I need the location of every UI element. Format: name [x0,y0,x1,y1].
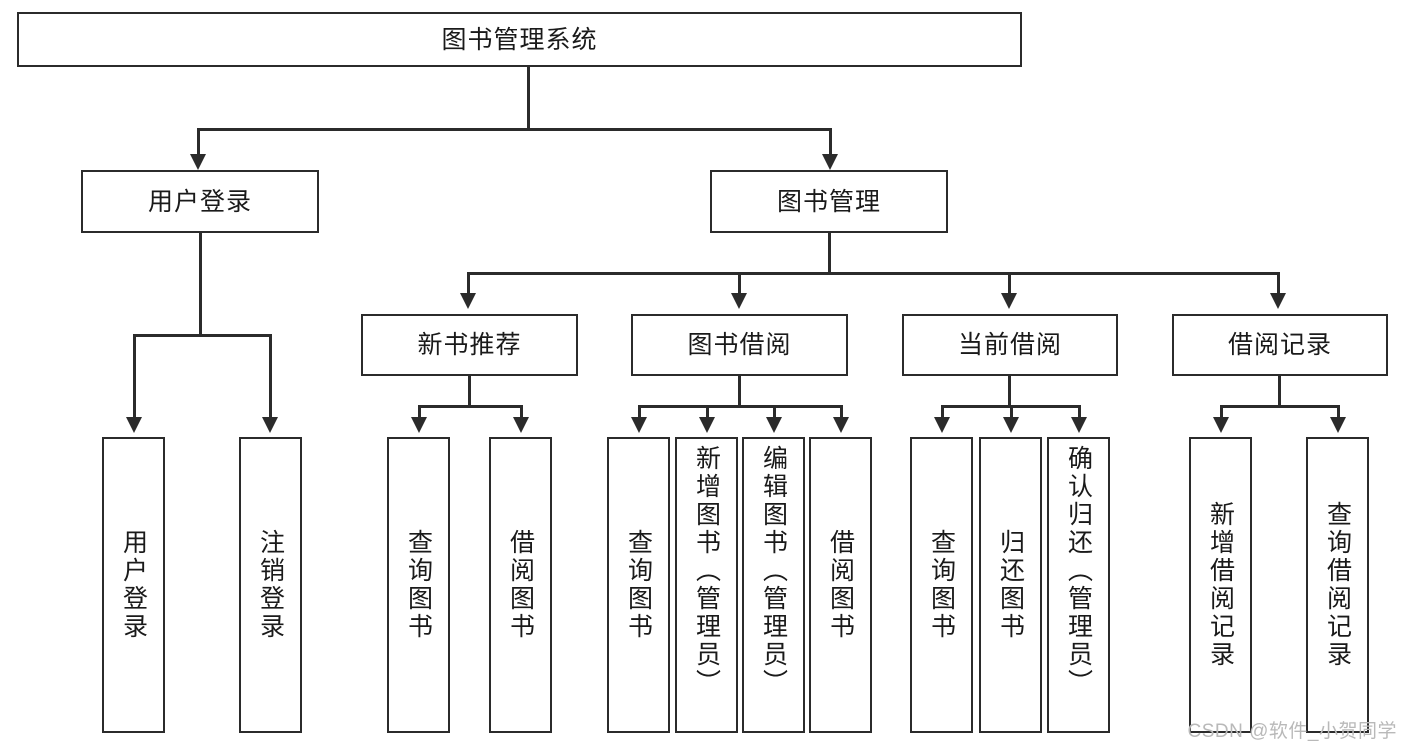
arrow-bb-to-leaf-1 [631,417,647,433]
node-label: 图书管理系统 [441,25,598,54]
edge-book-management-stem [828,233,831,275]
leaf-add-borrow-record[interactable]: 新增借阅记录 [1189,437,1252,733]
edge-book-borrow-stem [738,376,741,406]
edge-nb-to-leaf-1 [418,405,421,420]
edge-bb-to-leaf-3 [773,405,776,420]
node-label: 新增借阅记录 [1206,501,1235,669]
leaf-borrow-book-bb[interactable]: 借阅图书 [809,437,872,733]
edge-root-bus [197,128,832,131]
edge-cb-to-leaf-1 [941,405,944,420]
arrow-bb-to-leaf-2 [699,417,715,433]
arrow-user-login-to-leaf-1 [126,417,142,433]
node-label: 归还图书 [996,529,1025,641]
arrow-bm-to-borrow-record [1270,293,1286,309]
edge-cb-to-leaf-3 [1078,405,1081,420]
leaf-query-book-cb[interactable]: 查询图书 [910,437,973,733]
arrow-bm-to-current-borrow [1001,293,1017,309]
node-label: 确认归还（管理员） [1064,445,1093,697]
node-book-management[interactable]: 图书管理 [710,170,948,233]
edge-bb-to-leaf-4 [840,405,843,420]
leaf-query-book-nb[interactable]: 查询图书 [387,437,450,733]
edge-current-borrow-stem [1008,376,1011,406]
arrow-bm-to-new-book [460,293,476,309]
arrow-bm-to-book-borrow [731,293,747,309]
edge-user-login-stem [199,233,202,336]
edge-cb-to-leaf-2 [1010,405,1013,420]
node-label: 用户登录 [119,529,148,641]
watermark: CSDN @软件_小贺同学 [1187,721,1397,742]
node-root-library-system[interactable]: 图书管理系统 [17,12,1022,67]
leaf-logout[interactable]: 注销登录 [239,437,302,733]
leaf-query-borrow-record[interactable]: 查询借阅记录 [1306,437,1369,733]
edge-nb-to-leaf-2 [520,405,523,420]
edge-book-borrow-bus [638,405,843,408]
edge-borrow-record-stem [1278,376,1281,406]
node-label: 注销登录 [256,529,285,641]
leaf-edit-book-admin[interactable]: 编辑图书（管理员） [742,437,805,733]
edge-bm-to-borrow-record [1277,272,1280,296]
edge-root-stem [527,67,530,129]
leaf-borrow-book-nb[interactable]: 借阅图书 [489,437,552,733]
node-label: 借阅图书 [506,529,535,641]
edge-user-login-to-leaf-2 [269,334,272,420]
leaf-user-login[interactable]: 用户登录 [102,437,165,733]
node-label: 图书管理 [776,187,881,216]
node-label: 借阅图书 [826,529,855,641]
node-new-book-recommend[interactable]: 新书推荐 [361,314,578,376]
arrow-root-to-user-login [190,154,206,170]
node-label: 图书借阅 [687,331,792,359]
leaf-query-book-bb[interactable]: 查询图书 [607,437,670,733]
edge-user-login-bus [133,334,269,337]
node-label: 查询图书 [624,529,653,641]
edge-bb-to-leaf-1 [638,405,641,420]
node-label: 用户登录 [147,187,252,216]
node-label: 新书推荐 [417,331,522,359]
node-current-borrow[interactable]: 当前借阅 [902,314,1118,376]
edge-borrow-record-bus [1220,405,1340,408]
arrow-nb-to-leaf-2 [513,417,529,433]
arrow-bb-to-leaf-3 [766,417,782,433]
arrow-cb-to-leaf-3 [1071,417,1087,433]
edge-bb-to-leaf-2 [706,405,709,420]
edge-root-to-book-manage [829,128,832,158]
edge-user-login-to-leaf-1 [133,334,136,420]
arrow-cb-to-leaf-2 [1003,417,1019,433]
arrow-cb-to-leaf-1 [934,417,950,433]
arrow-br-to-leaf-1 [1213,417,1229,433]
node-label: 查询图书 [404,529,433,641]
arrow-user-login-to-leaf-2 [262,417,278,433]
arrow-br-to-leaf-2 [1330,417,1346,433]
leaf-return-book[interactable]: 归还图书 [979,437,1042,733]
edge-bm-to-current-borrow [1008,272,1011,296]
edge-br-to-leaf-2 [1337,405,1340,420]
edge-new-book-stem [468,376,471,406]
node-user-login[interactable]: 用户登录 [81,170,319,233]
edge-new-book-bus [418,405,523,408]
arrow-bb-to-leaf-4 [833,417,849,433]
arrow-nb-to-leaf-1 [411,417,427,433]
node-label: 编辑图书（管理员） [759,445,788,697]
arrow-root-to-book-manage [822,154,838,170]
leaf-confirm-return-admin[interactable]: 确认归还（管理员） [1047,437,1110,733]
edge-br-to-leaf-1 [1220,405,1223,420]
node-label: 借阅记录 [1227,331,1332,359]
node-borrow-record[interactable]: 借阅记录 [1172,314,1388,376]
node-label: 当前借阅 [957,331,1062,359]
node-label: 查询借阅记录 [1323,501,1352,669]
edge-root-to-user-login [197,128,200,158]
edge-book-management-bus [467,272,1280,275]
leaf-add-book-admin[interactable]: 新增图书（管理员） [675,437,738,733]
edge-bm-to-book-borrow [738,272,741,296]
edge-bm-to-new-book [467,272,470,296]
node-label: 新增图书（管理员） [692,445,721,697]
node-label: 查询图书 [927,529,956,641]
node-book-borrow[interactable]: 图书借阅 [631,314,848,376]
